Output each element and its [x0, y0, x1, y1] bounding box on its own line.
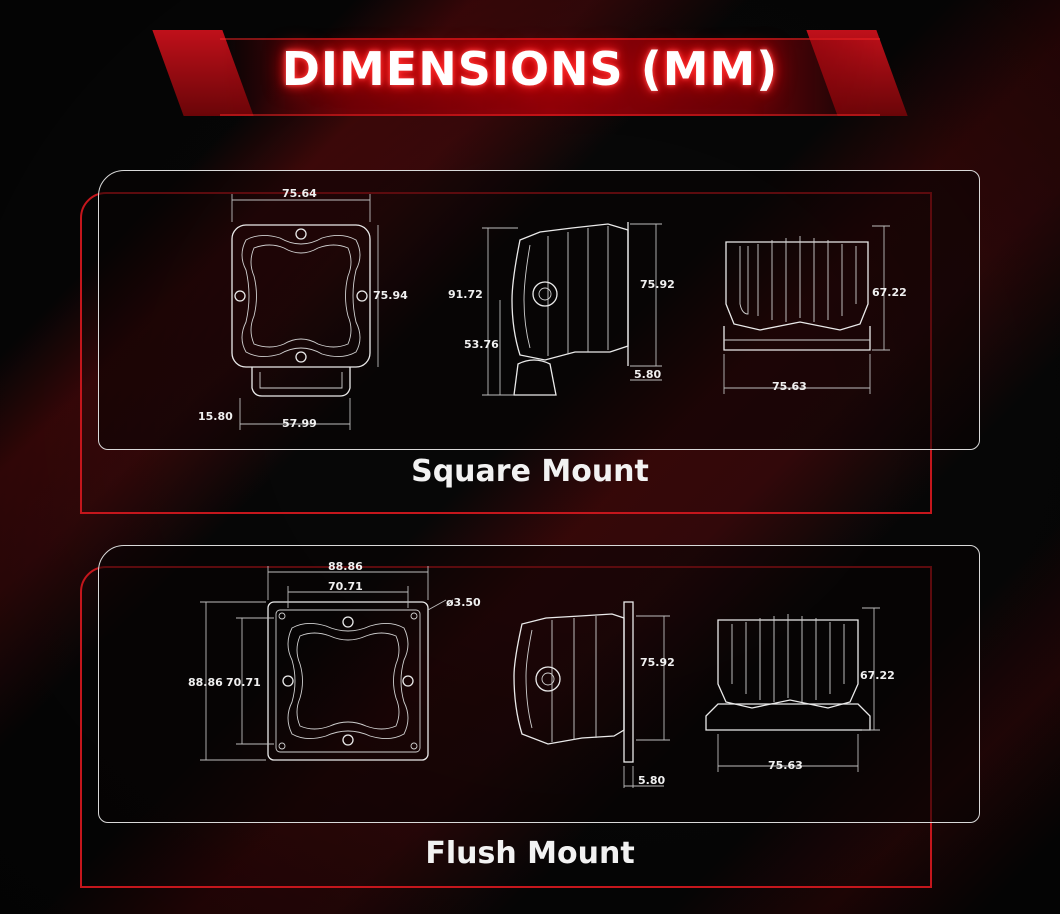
flush-rear-width: 75.63 — [768, 759, 803, 772]
square-front-bracket-offset: 15.80 — [198, 410, 233, 423]
square-front-view: 75.64 75.94 15.80 57.99 — [198, 187, 408, 430]
square-rear-height: 67.22 — [872, 286, 907, 299]
square-front-height: 75.94 — [373, 289, 408, 302]
square-rear-view: 67.22 75.63 — [723, 225, 907, 394]
flush-front-outer-width: 88.86 — [328, 560, 363, 573]
square-rear-width: 75.63 — [772, 380, 807, 393]
flush-mount-panel — [98, 545, 980, 823]
flush-side-body-height: 75.92 — [640, 656, 675, 669]
flush-front-inner-height: 70.71 — [226, 676, 261, 689]
flush-front-outer-height: 88.86 — [188, 676, 223, 689]
flush-side-view: 75.92 5.80 — [513, 601, 675, 788]
square-side-body-height: 75.92 — [640, 278, 675, 291]
flush-side-base: 5.80 — [638, 774, 665, 787]
flush-front-hole: ø3.50 — [446, 596, 481, 609]
flush-front-inner-width: 70.71 — [328, 580, 363, 593]
page-title: DIMENSIONS (MM) — [281, 42, 779, 96]
square-front-width: 75.64 — [282, 187, 317, 200]
square-side-bracket-height: 53.76 — [464, 338, 499, 351]
title-band — [220, 38, 880, 116]
square-front-bracket-width: 57.99 — [282, 417, 317, 430]
square-side-base: 5.80 — [634, 368, 661, 381]
flush-mount-label: Flush Mount — [425, 836, 635, 871]
square-side-view: 91.72 75.92 53.76 5.80 — [448, 222, 675, 396]
square-side-total-height: 91.72 — [448, 288, 483, 301]
square-mount-panel — [98, 170, 980, 450]
square-mount-label: Square Mount — [411, 454, 649, 489]
flush-front-view: 88.86 70.71 88.86 70.71 ø3.50 — [188, 560, 481, 761]
flush-rear-height: 67.22 — [860, 669, 895, 682]
flush-rear-view: 67.22 75.63 — [705, 607, 895, 772]
